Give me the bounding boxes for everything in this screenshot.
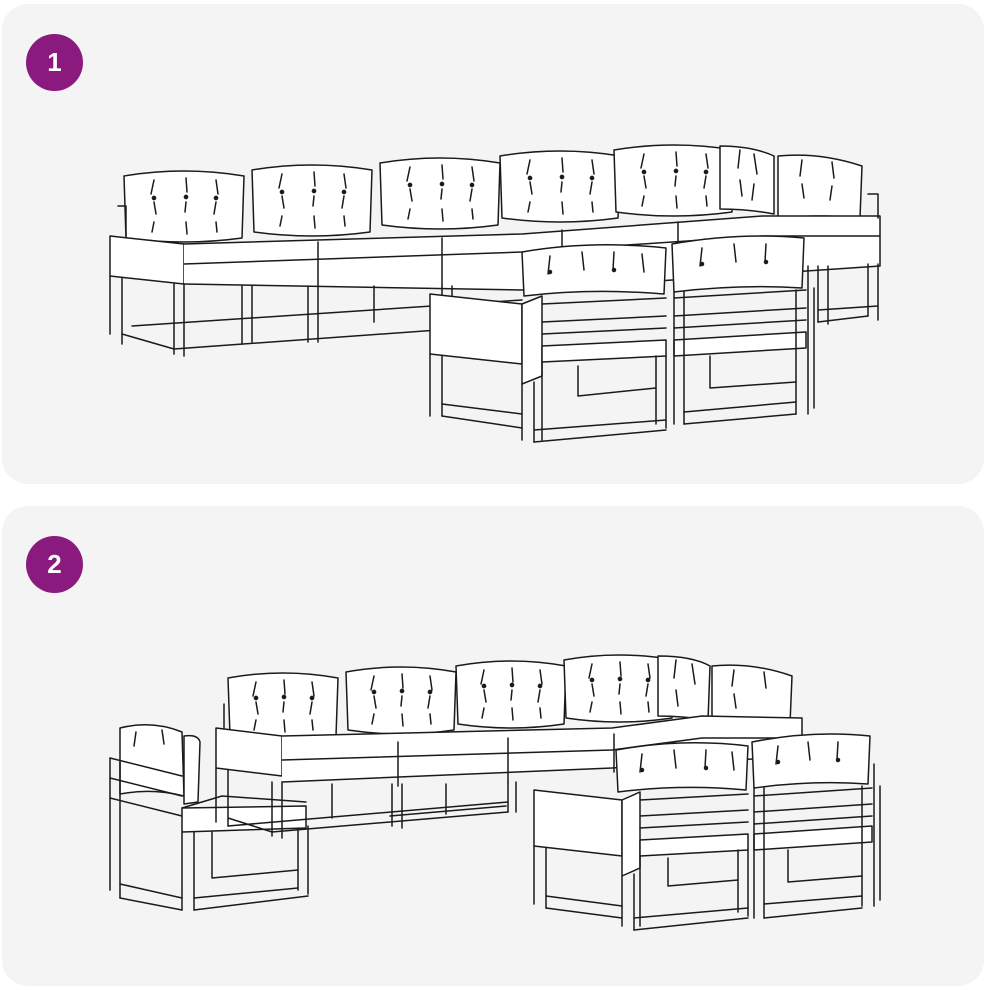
front-module-right [672,236,814,424]
step-1-badge: 1 [26,34,83,91]
assembled-sofa-set-illustration [2,144,984,484]
step-2-panel: 2 [2,506,984,986]
front-module-left [534,743,748,930]
step-2-badge: 2 [26,536,83,593]
front-module-left [430,245,666,442]
separated-corner-module [110,725,308,910]
separated-sofa-modules-illustration [2,654,984,986]
front-module-right [752,734,880,918]
step-1-panel: 1 [2,4,984,484]
